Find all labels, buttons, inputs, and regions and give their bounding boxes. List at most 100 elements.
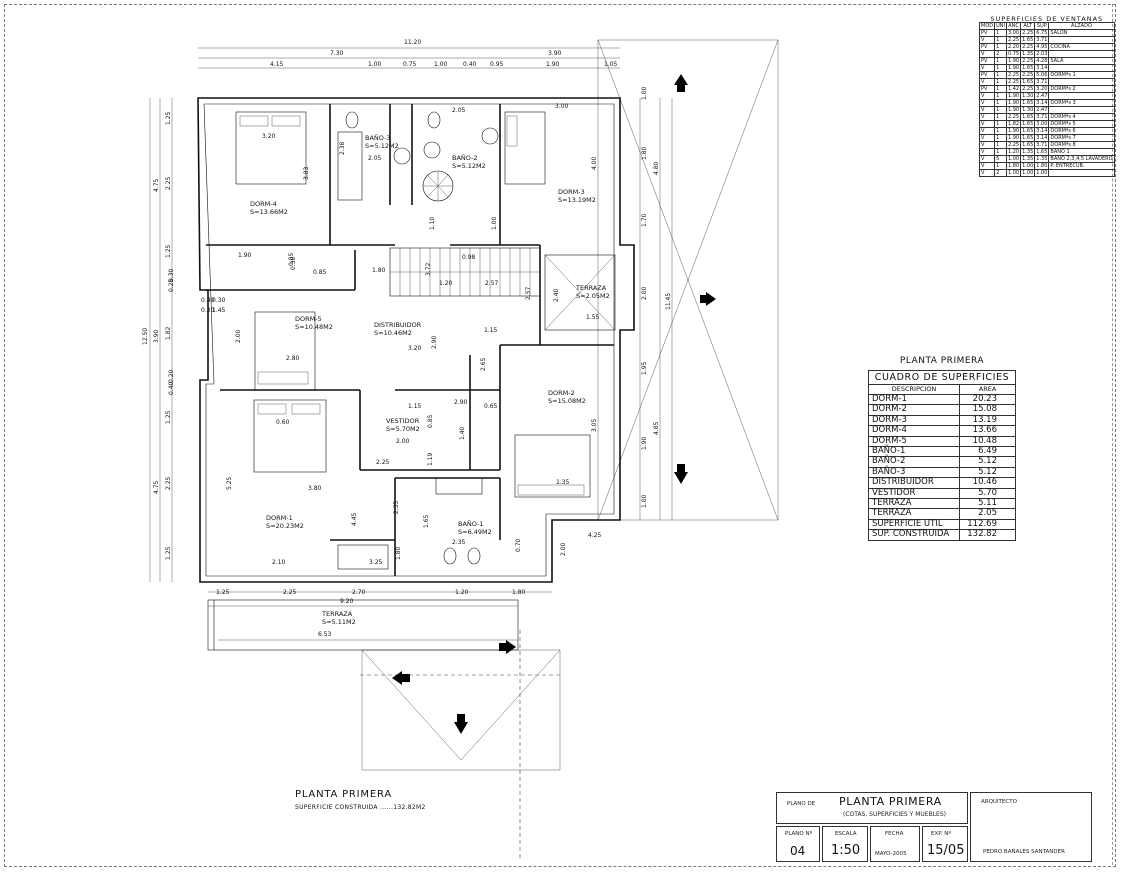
dimension-label: 0.30 <box>290 256 297 270</box>
areas-row-value: 6.49 <box>959 446 1016 458</box>
windows-cell: 4.95 <box>1034 43 1050 51</box>
windows-cell: V <box>978 106 996 114</box>
windows-col-5: ALZADO <box>1048 22 1115 30</box>
windows-cell: 2.25 <box>1005 36 1022 44</box>
bed-dorm5 <box>254 311 316 391</box>
title-block-plano-no: PLANO Nº 04 <box>776 826 820 862</box>
arquitecto-name: PEDRO BAÑALES SANTANDER <box>983 849 1065 855</box>
spiral-stair-icon <box>422 170 454 202</box>
arrow-down-icon <box>674 472 688 484</box>
sheet-border-right <box>1112 4 1113 865</box>
windows-cell: DORMªs 2 <box>1048 85 1115 93</box>
areas-row-value: 5.70 <box>959 487 1016 500</box>
room-name-dorm3: DORM-3 <box>558 188 585 196</box>
room-labels: DORM-4S=13.66M2BAÑO-3S=5.12M2BAÑO-2S=5.1… <box>250 133 610 626</box>
dimension-label: 1.05 <box>604 61 618 68</box>
windows-cell: BAÑO 2,3,4,5 LAVADERO <box>1048 155 1115 163</box>
windows-cell: 3.71 <box>1034 113 1050 121</box>
dimension-label: 2.90 <box>454 399 468 406</box>
windows-cell: V <box>978 148 996 156</box>
windows-cell: 1 <box>994 64 1007 72</box>
dimension-label: 1.00 <box>368 61 382 68</box>
dimension-label: 9.20 <box>340 598 354 605</box>
areas-row-label: BAÑO-2 <box>867 456 961 468</box>
plano-title: PLANTA PRIMERA <box>839 795 942 808</box>
dimension-label: 3.90 <box>548 50 562 57</box>
windows-cell: DORMªs 4 <box>1048 113 1115 121</box>
windows-cell: 0.75 <box>1005 50 1022 58</box>
dimension-label: 1.10 <box>429 216 436 230</box>
dimension-label: 1.35 <box>556 479 570 486</box>
dimension-label: 0.40 <box>201 297 215 304</box>
areas-col-desc: DESCRIPCION <box>867 384 961 395</box>
room-name-terraza1: TERRAZA <box>321 610 353 618</box>
dimension-label: 1.80 <box>372 267 386 274</box>
dimension-label: 3.72 <box>425 262 432 276</box>
dimension-label: 3.90 <box>153 329 160 343</box>
windows-cell: 3.71 <box>1034 78 1050 86</box>
windows-cell: PV <box>978 29 996 37</box>
windows-cell: 1.65 <box>1020 134 1036 142</box>
windows-cell: 6.75 <box>1034 29 1050 37</box>
dimension-label: 0.40 <box>168 381 175 395</box>
room-name-distribuidor: DISTRIBUIDOR <box>374 321 422 329</box>
dimension-label: 2.00 <box>641 286 648 300</box>
windows-cell: DORMªs 7 <box>1048 134 1115 142</box>
windows-cell: 1.65 <box>1020 64 1036 72</box>
windows-cell: 1 <box>994 29 1007 37</box>
dimension-label: 2.00 <box>560 542 567 556</box>
windows-cell: 3.00 <box>1005 29 1022 37</box>
dimension-label: 3.20 <box>262 133 276 140</box>
room-name-dorm1: DORM-1 <box>266 514 293 522</box>
room-area-dorm4: S=13.66M2 <box>250 208 288 216</box>
windows-cell: 1.90 <box>1005 106 1022 114</box>
windows-cell: 2.25 <box>1005 141 1022 149</box>
dimension-label: 1.45 <box>212 307 226 314</box>
lower-terrace-outline <box>207 599 519 651</box>
dimension-label: 2.05 <box>452 107 466 114</box>
sink-bano2 <box>423 141 441 159</box>
windows-cell: 4.28 <box>1034 57 1050 65</box>
windows-cell: 3.14 <box>1034 99 1050 107</box>
dimension-label: 2.65 <box>480 357 487 371</box>
bathtub-bano1 <box>337 544 389 570</box>
windows-cell: 2.25 <box>1020 85 1036 93</box>
windows-cell <box>1048 78 1115 86</box>
windows-cell <box>1048 169 1115 177</box>
windows-cell: 1.65 <box>1020 141 1036 149</box>
windows-cell: 1.00 <box>1005 169 1022 177</box>
dimension-label: 6.53 <box>318 631 332 638</box>
fecha-value: MAYO-2005 <box>875 851 907 857</box>
dimension-label: 2.25 <box>165 176 172 190</box>
dimension-label: 0.30 <box>212 297 226 304</box>
windows-cell: V <box>978 169 996 177</box>
windows-cell: 1 <box>994 99 1007 107</box>
arrow-right-icon-lower <box>506 640 516 654</box>
windows-cell: 1 <box>994 43 1007 51</box>
windows-cell: 1.00 <box>1005 155 1022 163</box>
windows-cell: 1 <box>994 36 1007 44</box>
sink-bano2b <box>481 127 499 145</box>
windows-cell: 1 <box>994 148 1007 156</box>
windows-cell: 1.65 <box>1034 148 1050 156</box>
room-area-dorm3: S=13.19M2 <box>558 196 596 204</box>
windows-cell <box>1048 92 1115 100</box>
dimension-label: 0.40 <box>463 61 477 68</box>
dimension-label: 2.10 <box>272 559 286 566</box>
dimension-label: 4.75 <box>153 480 160 494</box>
windows-cell: 1 <box>994 92 1007 100</box>
areas-row-value: 13.19 <box>959 414 1016 427</box>
windows-cell: 1.30 <box>1020 106 1036 114</box>
